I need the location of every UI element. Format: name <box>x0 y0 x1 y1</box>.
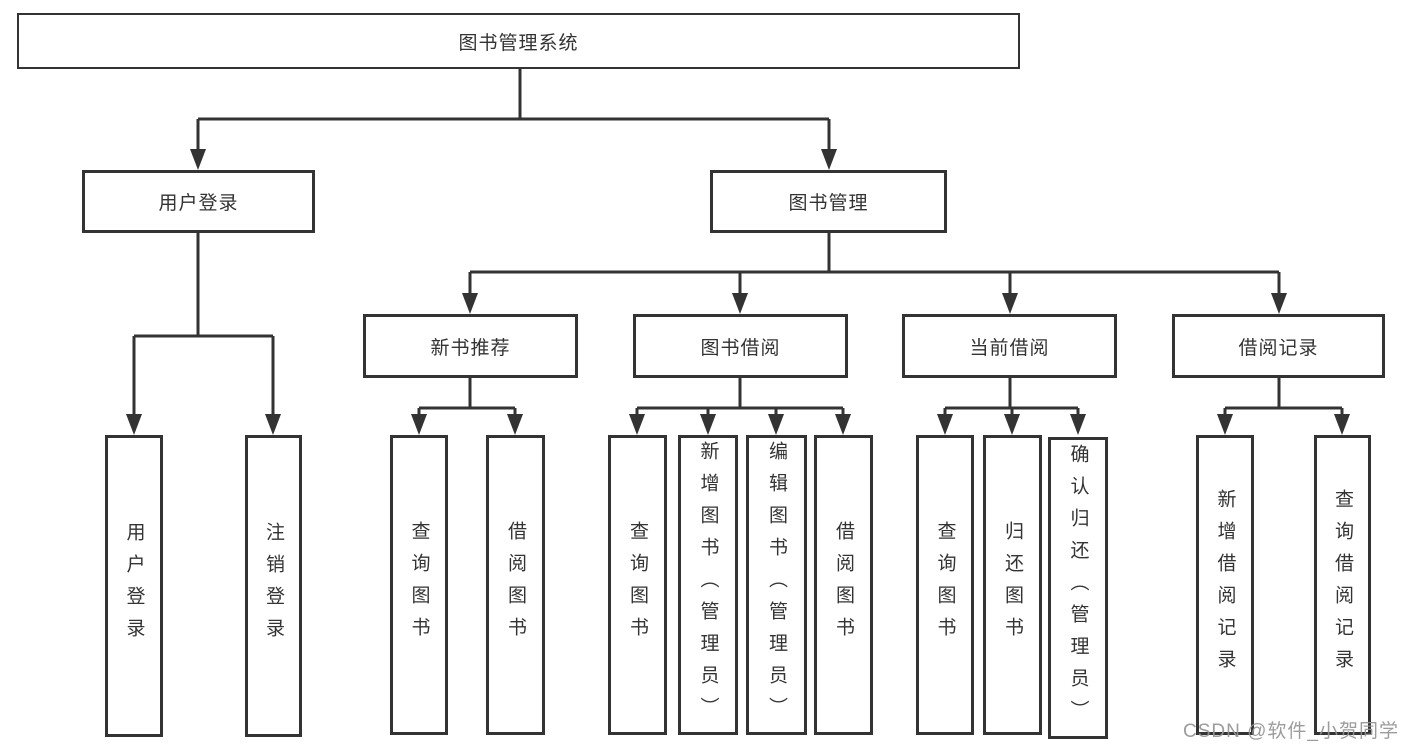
arrowhead <box>1004 414 1020 435</box>
arrowhead <box>1070 414 1086 435</box>
arrowhead <box>126 414 142 435</box>
leaf-query-books-current: 查询图书 <box>916 435 974 735</box>
leaf-query-books-borrow: 查询图书 <box>608 435 667 735</box>
leaf-logout: 注销登录 <box>245 435 302 737</box>
arrowhead <box>1271 293 1287 314</box>
csdn-watermark: CSDN @软件_小贺同学 <box>1183 721 1399 742</box>
leaf-label: 编辑图书（管理员） <box>766 441 787 729</box>
arrowhead <box>732 293 748 314</box>
arrowhead <box>835 414 851 435</box>
node-book-borrow: 图书借阅 <box>633 314 848 378</box>
node-book-management: 图书管理 <box>710 170 947 233</box>
node-root-library-system: 图书管理系统 <box>17 13 1020 69</box>
arrowhead <box>411 414 427 435</box>
connector-book-management-branch <box>468 233 1281 296</box>
arrowhead <box>1217 414 1233 435</box>
leaf-label: 确认归还（管理员） <box>1067 444 1089 732</box>
arrowhead <box>821 149 837 170</box>
leaf-borrow-books: 借阅图书 <box>814 435 873 735</box>
arrowhead <box>265 414 281 435</box>
connector-user-login-branch <box>132 233 275 416</box>
arrowhead <box>462 293 478 314</box>
leaf-return-books: 归还图书 <box>983 435 1042 735</box>
connector-new-book-branch <box>417 378 517 416</box>
leaf-add-borrow-record: 新增借阅记录 <box>1196 435 1254 735</box>
node-borrow-records: 借阅记录 <box>1172 314 1385 378</box>
node-current-borrow: 当前借阅 <box>902 314 1117 378</box>
leaf-confirm-return-admin: 确认归还（管理员） <box>1048 437 1108 739</box>
arrowhead <box>768 414 784 435</box>
leaf-query-books-recommend: 查询图书 <box>390 435 448 735</box>
arrowhead <box>937 414 953 435</box>
leaf-label: 新增借阅记录 <box>1214 489 1236 681</box>
arrowhead <box>1334 414 1350 435</box>
leaf-label: 借阅图书 <box>833 521 854 649</box>
arrowhead <box>629 414 645 435</box>
leaf-label: 查询图书 <box>408 521 430 649</box>
leaf-label: 查询图书 <box>934 521 956 649</box>
leaf-label: 查询借阅记录 <box>1332 489 1353 681</box>
connector-root <box>196 69 831 152</box>
connector-book-borrow-branch <box>635 378 845 416</box>
arrowhead <box>507 414 523 435</box>
leaf-label: 新增图书（管理员） <box>697 441 719 729</box>
leaf-edit-books-admin: 编辑图书（管理员） <box>746 435 807 735</box>
arrowhead <box>700 414 716 435</box>
arrowhead <box>190 149 206 170</box>
node-new-book-recommend: 新书推荐 <box>363 314 578 378</box>
leaf-query-borrow-record: 查询借阅记录 <box>1314 435 1371 735</box>
leaf-label: 归还图书 <box>1002 521 1023 649</box>
leaf-add-books-admin: 新增图书（管理员） <box>678 435 738 735</box>
connector-current-borrow-branch <box>943 378 1080 416</box>
leaf-label: 查询图书 <box>627 521 648 649</box>
connector-borrow-records-branch <box>1223 378 1344 416</box>
leaf-user-login: 用户登录 <box>105 435 163 737</box>
leaf-label: 注销登录 <box>263 522 284 650</box>
node-user-login: 用户登录 <box>82 170 315 233</box>
leaf-label: 用户登录 <box>123 522 145 650</box>
leaf-borrow-books-recommend: 借阅图书 <box>486 435 545 735</box>
leaf-label: 借阅图书 <box>505 521 526 649</box>
arrowhead <box>1002 293 1018 314</box>
